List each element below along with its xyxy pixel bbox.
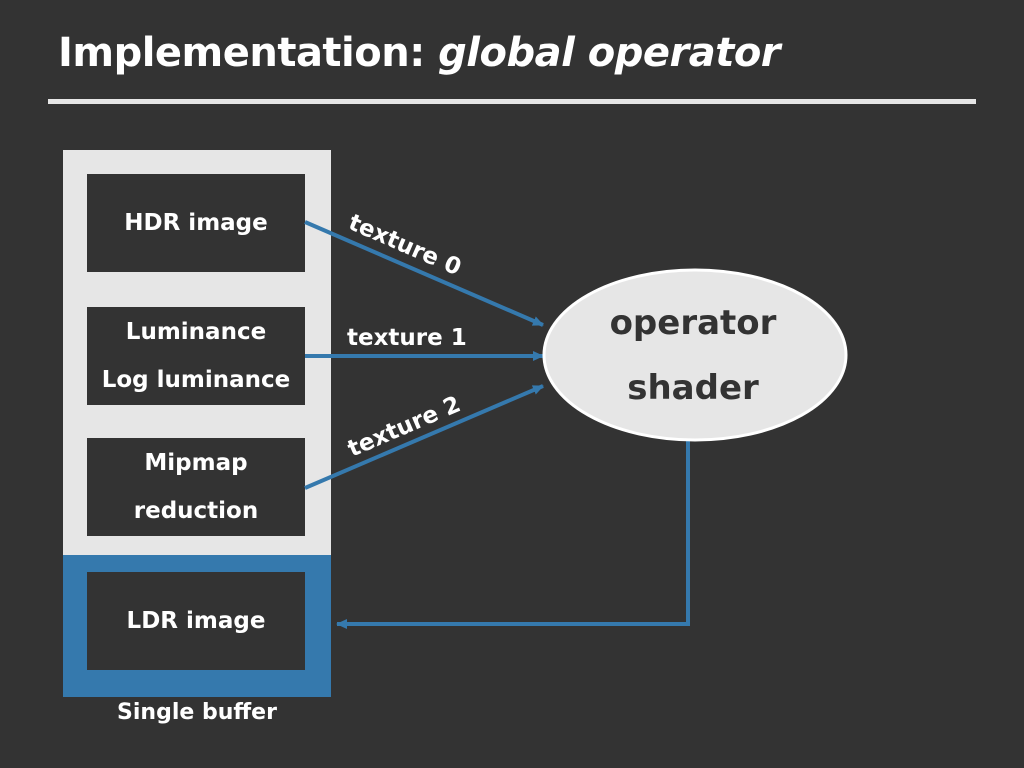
ldr-image-label: LDR image: [126, 608, 266, 634]
output-arrow: [336, 440, 690, 629]
mipmap-label: Mipmap: [144, 450, 248, 476]
ldr-image-box: LDR image: [87, 572, 305, 670]
mipmap-box: Mipmap reduction: [87, 438, 305, 536]
title-prefix: Implementation:: [58, 30, 439, 76]
luminance-label: Luminance: [125, 319, 267, 345]
shader-label-line1: operator: [610, 303, 777, 343]
hdr-image-box: HDR image: [87, 174, 305, 272]
hdr-image-label: HDR image: [124, 210, 268, 236]
reduction-label: reduction: [133, 498, 259, 524]
texture2-arrow: [304, 384, 544, 490]
single-buffer-label: Single buffer: [117, 700, 277, 725]
title-divider: [48, 99, 976, 104]
luminance-box: Luminance Log luminance: [87, 307, 305, 405]
slide-title: Implementation: global operator: [58, 30, 781, 76]
texture1-label: texture 1: [347, 325, 467, 351]
texture0-arrow: [304, 220, 544, 327]
shader-label-line2: shader: [627, 368, 759, 408]
log-luminance-label: Log luminance: [101, 367, 291, 393]
operator-shader-node: [542, 268, 848, 442]
title-emphasis: global operator: [438, 30, 781, 76]
